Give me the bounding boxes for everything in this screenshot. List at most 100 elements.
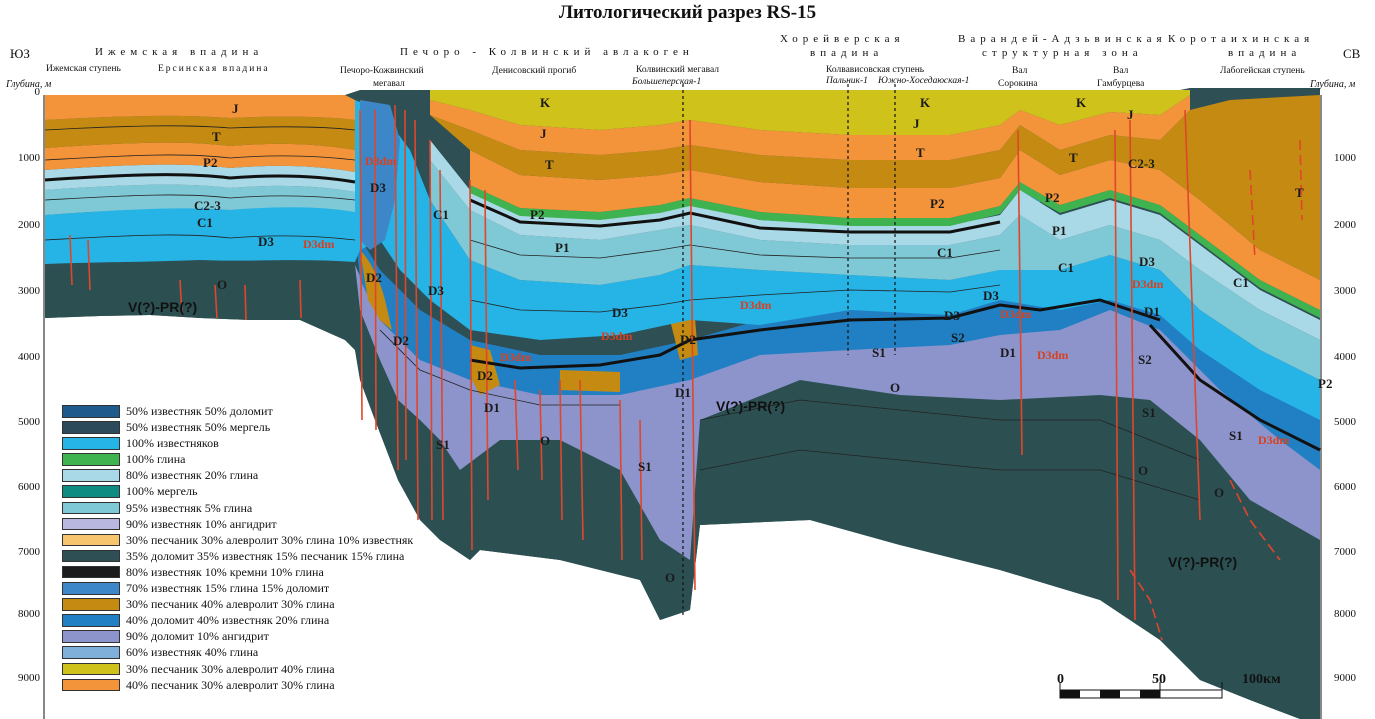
depth-tick-left: 0 — [34, 86, 41, 98]
legend-swatch — [62, 582, 120, 595]
stratum-label-s1a: S1 — [436, 437, 450, 452]
d3dm-label: D3dm — [1000, 307, 1032, 321]
legend-swatch — [62, 533, 120, 547]
region-korotaikha: Коротаихинская — [1168, 33, 1315, 45]
layer-j — [45, 95, 1190, 160]
stratum-label-d3d: D3 — [612, 305, 628, 320]
scale-label-0: 0 — [1057, 672, 1064, 687]
stratum-label-d1a: D1 — [484, 400, 500, 415]
region-varandey: Варандей-Адзьвинская — [958, 33, 1167, 45]
stratum-label-oe: O — [1138, 463, 1149, 478]
region-khoreyverskaya: Хорейверская — [780, 33, 905, 45]
legend-label: 95% известняк 5% глина — [126, 500, 253, 515]
stratum-label-p1a: P1 — [555, 240, 570, 255]
d3dm-label: D3dm — [365, 154, 397, 168]
legend-label: 70% известняк 15% глина 15% доломит — [126, 581, 330, 596]
legend-label: 80% известняк 20% глина — [126, 468, 259, 483]
scale-bar — [1059, 682, 1223, 699]
stratum-label-d3g: D3 — [1139, 254, 1155, 269]
basement-label: V(?)-PR(?) — [1168, 554, 1238, 570]
stratum-label-s1e: S1 — [1229, 428, 1243, 443]
region-izhemskaya: Ижемская впадина — [95, 46, 264, 58]
stratum-label-c1a: C1 — [197, 215, 213, 230]
stratum-label-d3f: D3 — [983, 288, 999, 303]
d3dm-label: D3dm — [1132, 277, 1164, 291]
legend-label: 30% песчаник 40% алевролит 30% глина — [126, 597, 335, 612]
stratum-label-kc: K — [920, 95, 931, 110]
legend-label: 30% песчаник 30% алевролит 40% глина — [126, 661, 335, 676]
stratum-label-s2b: S2 — [1138, 352, 1152, 367]
stratum-label-t1: T — [212, 129, 221, 144]
stratum-label-p2d: P2 — [1045, 190, 1060, 205]
layer-s — [355, 265, 1320, 560]
well-bolsheperskaya: Большеперская-1 — [632, 77, 702, 87]
sub-val-1: Вал — [1012, 66, 1028, 76]
stratum-label-s1c: S1 — [872, 345, 886, 360]
layer-t — [45, 95, 1320, 280]
legend-swatch — [62, 565, 120, 579]
sub-kolvavisovskaya: Колвависовская ступень — [826, 65, 925, 75]
stratum-label-d2c: D2 — [477, 368, 493, 383]
stratum-label-c1c: C1 — [937, 245, 953, 260]
d3dm-label: D3dm — [601, 329, 633, 343]
depth-axes — [43, 95, 1322, 719]
legend-label: 50% известняк 50% доломит — [126, 404, 273, 418]
figure-title: Литологический разрез RS-15 — [558, 2, 817, 23]
stratum-label-d1b: D1 — [675, 385, 691, 400]
legend-label: 90% доломит 10% ангидрит — [126, 629, 269, 644]
stratum-label-p2c: P2 — [930, 196, 945, 211]
stratum-label-p2a: P2 — [203, 155, 218, 170]
stratum-label-p2b: P2 — [530, 207, 545, 222]
stratum-label-d1c: D1 — [1000, 345, 1016, 360]
stratum-label-c23b: C2-3 — [1128, 156, 1155, 171]
depth-tick-right: 2000 — [1334, 219, 1356, 231]
basement-label: V(?)-PR(?) — [128, 299, 198, 315]
legend-label: 40% песчаник 30% алевролит 30% глина — [126, 677, 335, 692]
depth-tick-right: 7000 — [1334, 546, 1356, 558]
legend-label: 40% доломит 40% известняк 20% глина — [126, 613, 330, 628]
legend-swatch — [62, 469, 120, 482]
sub-megaval: мегавал — [373, 79, 405, 89]
stratum-label-c23a: C2-3 — [194, 198, 221, 213]
stratum-label-d3a: D3 — [258, 234, 274, 249]
sub-sorokina: Сорокина — [998, 79, 1038, 89]
stratum-label-d2d: D2 — [680, 332, 696, 347]
stratum-label-of: O — [1214, 485, 1225, 500]
stratum-label-kd: K — [1076, 95, 1087, 110]
d3dm-label: D3dm — [303, 237, 335, 251]
region-pechoro-kolvinsky: Печоро - Колвинский авлакоген — [400, 46, 694, 58]
legend-swatch — [62, 501, 120, 515]
legend-swatch — [62, 453, 120, 466]
region-varandey-2: структурная зона — [982, 47, 1143, 59]
depth-tick-left: 5000 — [18, 416, 40, 428]
legend-swatch — [62, 662, 120, 675]
stratum-label-od: O — [890, 380, 901, 395]
legend-label: 90% известняк 10% ангидрит — [126, 516, 277, 531]
stratum-label-ob: O — [540, 433, 551, 448]
well-lines — [682, 84, 896, 615]
depth-tick-right: 8000 — [1334, 608, 1356, 620]
well-yuzhno-khosedayuskaya: Южно-Хоседаюская-1 — [878, 76, 970, 86]
faults — [69, 104, 1303, 641]
corner-ne: СВ — [1343, 46, 1361, 61]
depth-tick-right: 5000 — [1334, 416, 1356, 428]
legend-label: 35% доломит 35% известняк 15% песчаник 1… — [126, 548, 405, 563]
black-horizons — [44, 173, 1321, 452]
stratum-label-oa: O — [217, 277, 228, 292]
stratum-label-d1d: D1 — [1144, 304, 1160, 319]
sub-denisovsky: Денисовский прогиб — [492, 66, 577, 76]
legend-swatch — [62, 598, 120, 611]
stratum-label-tc: T — [916, 145, 925, 160]
legend-label: 30% песчаник 30% алевролит 30% глина 10%… — [126, 532, 414, 547]
stratum-label-jc: J — [913, 116, 920, 131]
d3dm-label: D3dm — [1258, 433, 1290, 447]
legend-swatch — [62, 630, 120, 643]
stratum-label-d2a: D2 — [366, 270, 382, 285]
legend-label: 100% мергель — [126, 484, 198, 499]
scale-label-100: 100км — [1242, 672, 1281, 687]
legend-label: 100% глина — [126, 452, 186, 467]
region-korotaikha-2: впадина — [1228, 47, 1302, 59]
stratum-label-oc: O — [665, 570, 676, 585]
depth-tick-right: 6000 — [1334, 481, 1356, 493]
